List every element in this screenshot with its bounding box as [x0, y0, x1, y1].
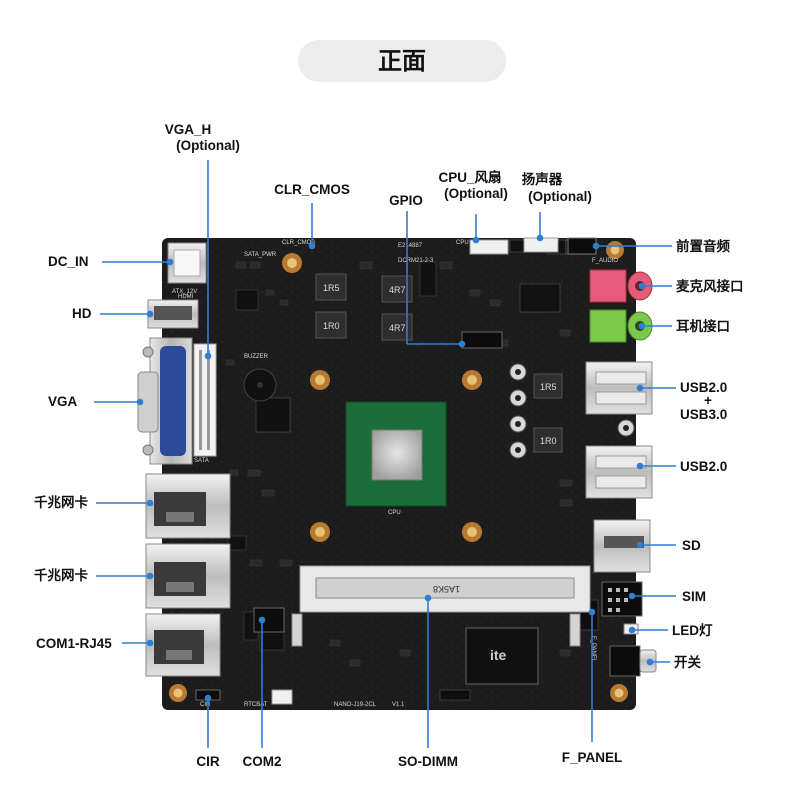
so-dimm-text: 1A5K8 [433, 584, 460, 594]
svg-text:1R5: 1R5 [323, 283, 340, 293]
cpu-fan-header [469, 239, 509, 255]
leader-lines [94, 160, 676, 748]
batch-text: DCRM21-2-3 [398, 258, 434, 264]
inductor: 1R0 [533, 427, 563, 453]
rtc-text: RTCBAT [244, 702, 268, 708]
svg-text:1R0: 1R0 [540, 436, 557, 446]
label-lan2: 千兆网卡 [34, 567, 88, 583]
label-usb-a-line1: USB2.0 [680, 380, 727, 395]
label-gpio: GPIO [389, 193, 423, 208]
label-mic: 麦克风接口 [676, 278, 744, 294]
label-clr-cmos: CLR_CMOS [274, 182, 350, 197]
label-usb-a-line2: + [704, 393, 712, 408]
lan-port-1 [145, 473, 231, 539]
gpio-header [461, 331, 503, 349]
label-usb-a-line3: USB3.0 [680, 407, 727, 422]
lan-port-2 [145, 543, 231, 609]
label-so-dimm: SO-DIMM [398, 754, 458, 769]
com2-header [253, 607, 285, 633]
clr-text: CLR_CMOS [282, 240, 315, 246]
ite-text: ite [490, 647, 507, 663]
label-hd: HD [72, 306, 92, 321]
inductor: 1R5 [315, 273, 347, 301]
model-text: NANO-J19-2CL [334, 702, 377, 708]
mounting-hole [462, 370, 482, 390]
label-front-audio: 前置音频 [676, 238, 730, 254]
label-speaker: 扬声器 [522, 171, 563, 187]
label-headphone: 耳机接口 [676, 318, 730, 334]
fan-text: CPU FAN [456, 240, 482, 246]
cpu-text: CPU [388, 510, 401, 516]
buzzer: BUZZER [243, 354, 277, 402]
label-vga-h-optional: (Optional) [176, 138, 240, 153]
headphone-jack [589, 309, 653, 343]
label-vga: VGA [48, 394, 78, 409]
page-title: 正面 [298, 40, 506, 82]
label-cir: CIR [196, 754, 220, 769]
atx-text: ATX_12V [172, 289, 197, 295]
cpu-package: CPU [345, 401, 447, 516]
cir-text: CIR [200, 702, 211, 708]
f-audio-text: F_AUDIO [592, 258, 618, 264]
front-audio-header [567, 237, 597, 255]
inductor: 1R5 [533, 373, 563, 399]
sata-text: SATA [194, 458, 209, 464]
ce-text: E214887 [398, 243, 423, 249]
svg-text:1R0: 1R0 [323, 321, 340, 331]
usb-port-stack-2 [585, 445, 653, 499]
rtc-battery-connector [271, 689, 293, 705]
label-led: LED灯 [672, 622, 713, 638]
vga-header: SATA [193, 343, 217, 464]
label-com1: COM1-RJ45 [36, 636, 112, 651]
sata-pwr-text: SATA_PWR [244, 252, 277, 258]
mounting-hole [462, 522, 482, 542]
com1-rj45-port [145, 613, 221, 677]
label-com2: COM2 [242, 754, 281, 769]
capacitor-group [509, 363, 635, 459]
vga-port [137, 337, 193, 465]
svg-text:4R7: 4R7 [389, 323, 406, 333]
label-sim: SIM [682, 589, 706, 604]
f-panel-text: F_PANEL [590, 636, 596, 663]
label-dc-in: DC_IN [48, 254, 89, 269]
label-switch: 开关 [674, 654, 702, 670]
dc-in-jack: ATX_12V [167, 242, 207, 295]
label-speaker-optional: (Optional) [528, 189, 592, 204]
mounting-hole [310, 370, 330, 390]
mounting-hole [310, 522, 330, 542]
label-cpu-fan-optional: (Optional) [444, 186, 508, 201]
inductor: 1R0 [315, 311, 347, 339]
label-lan1: 千兆网卡 [34, 494, 88, 510]
buzzer-text: BUZZER [244, 354, 269, 360]
label-vga-h: VGA_H [165, 122, 212, 137]
mounting-hole [282, 253, 302, 273]
svg-text:4R7: 4R7 [389, 285, 406, 295]
label-usb-b: USB2.0 [680, 459, 727, 474]
label-cpu-fan: CPU_风扇 [438, 169, 501, 185]
hdmi-port: HDMI [147, 294, 199, 329]
svg-text:1R5: 1R5 [540, 382, 557, 392]
ver-text: V1.1 [392, 702, 405, 708]
sim-slot [601, 581, 643, 617]
label-f-panel: F_PANEL [562, 750, 623, 765]
mounting-hole [610, 684, 628, 702]
mounting-hole [169, 684, 187, 702]
label-sd: SD [682, 538, 701, 553]
so-dimm-slot: 1A5K8 [291, 565, 591, 647]
hdmi-text: HDMI [178, 294, 194, 300]
mounting-hole [606, 241, 624, 259]
super-io-chip: ite [465, 627, 539, 685]
